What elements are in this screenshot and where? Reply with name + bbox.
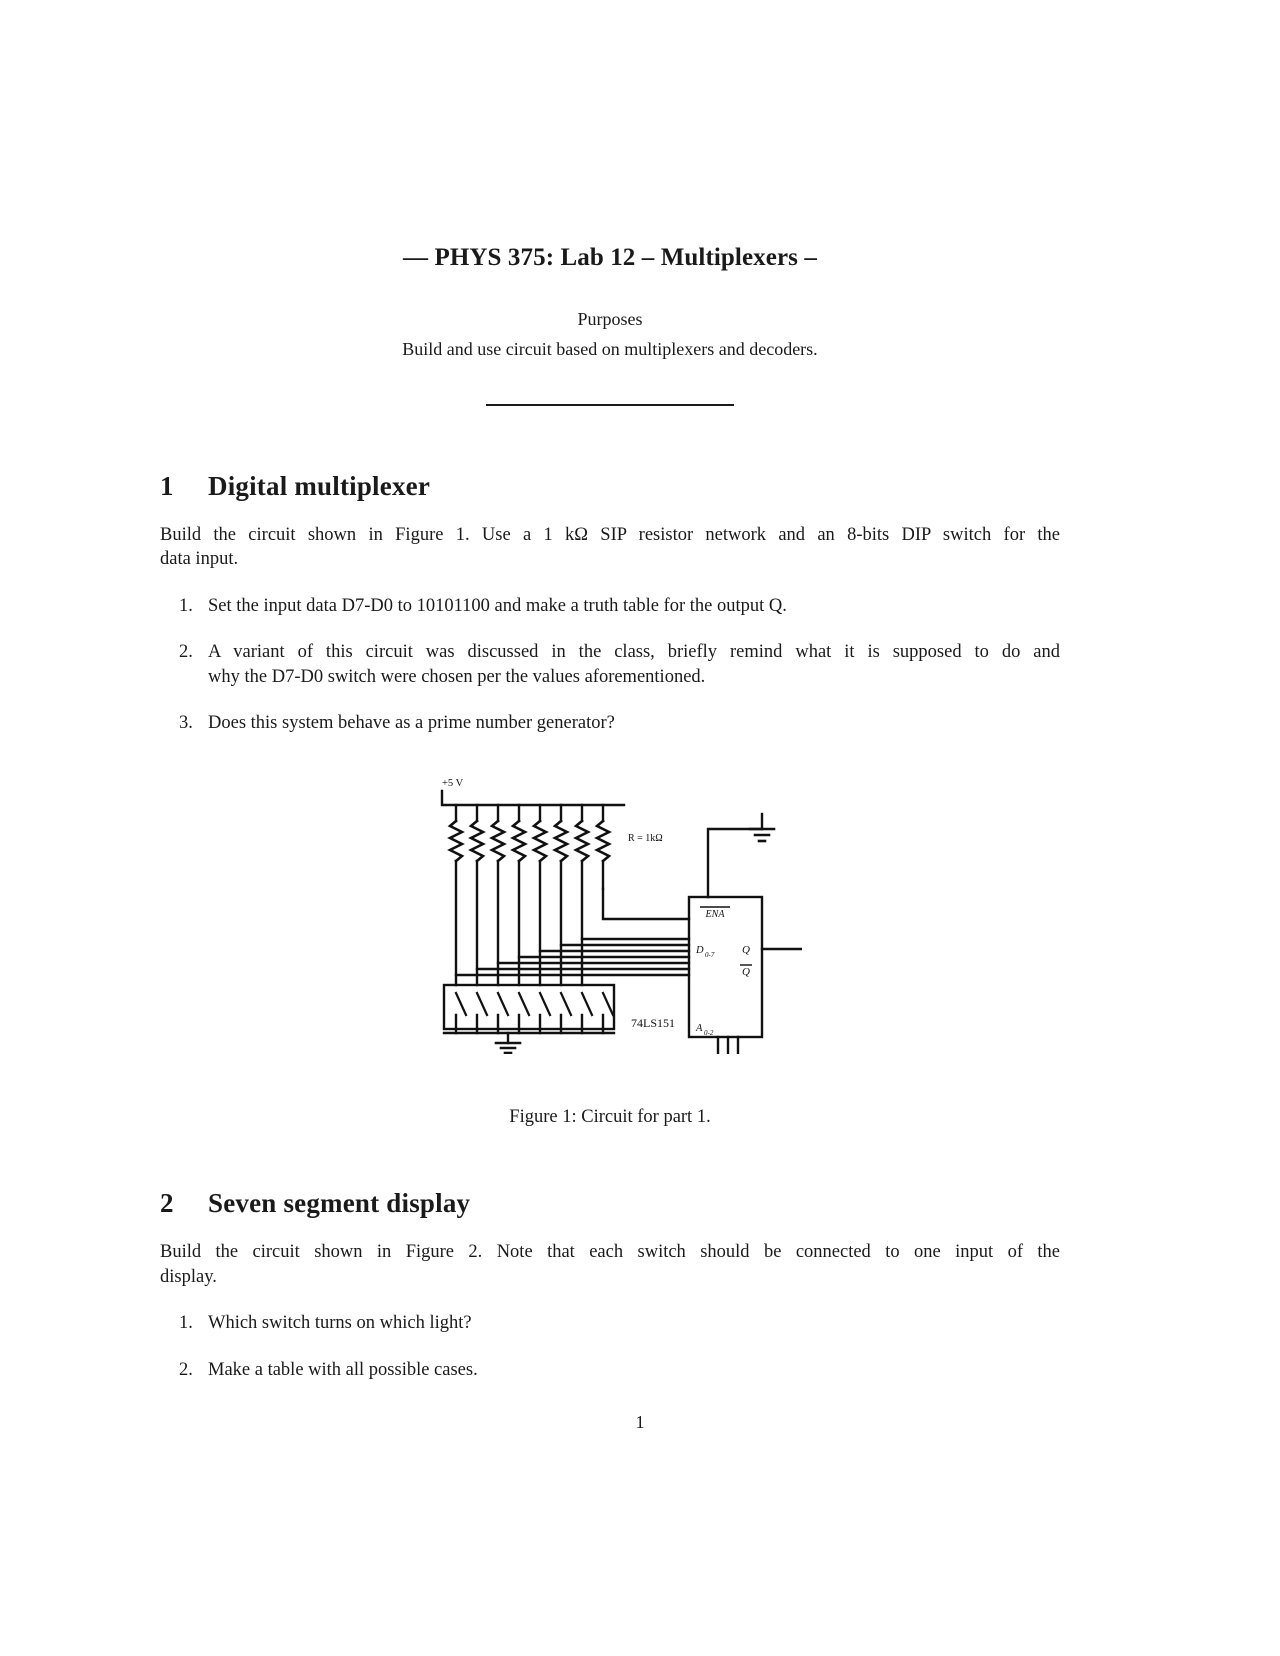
list-item-text: A variant of this circuit was discussed … xyxy=(208,640,1060,689)
title-divider-wrap xyxy=(160,393,1060,411)
list-item-text: Make a table with all possible cases. xyxy=(208,1358,1060,1382)
enable-label: ENA xyxy=(705,909,726,920)
item-line: Set the input data D7-D0 to 10101100 and… xyxy=(208,595,787,616)
address-pins xyxy=(716,1036,740,1056)
data-input-label: D xyxy=(695,945,704,956)
chip-name-label: 74LS151 xyxy=(631,1016,675,1030)
address-sublabel: 0-2 xyxy=(704,1029,714,1037)
qbar-output-label: Q xyxy=(742,966,750,978)
list-marker: 3. xyxy=(179,713,193,734)
dip-switch-body xyxy=(442,984,616,1031)
circuit-diagram-svg: +5 V R = 1kΩ ENA D 0-7 Q Q A 0-2 74LS151 xyxy=(440,778,804,1056)
section-number-1: 1 xyxy=(160,471,174,501)
ic-package-74ls151 xyxy=(687,896,764,1039)
address-label: A xyxy=(695,1023,703,1034)
title-divider xyxy=(486,404,734,406)
section-1-paragraph: Build the circuit shown in Figure 1. Use… xyxy=(160,523,1060,572)
section-1-list: 1. Set the input data D7-D0 to 10101100 … xyxy=(160,594,1060,736)
list-item-text: Set the input data D7-D0 to 10101100 and… xyxy=(208,594,1060,618)
section-2-list: 1. Which switch turns on which light? 2.… xyxy=(160,1311,1060,1382)
q-output-label: Q xyxy=(742,944,750,956)
document-title: — PHYS 375: Lab 12 – Multiplexers – xyxy=(403,244,817,271)
supply-rail xyxy=(440,790,626,807)
data-input-sublabel: 0-7 xyxy=(705,951,715,959)
supply-label: +5 V xyxy=(442,778,464,789)
dip-switch-levers xyxy=(454,991,615,1017)
page-content: — PHYS 375: Lab 12 – Multiplexers – Purp… xyxy=(160,0,1060,1382)
list-marker: 2. xyxy=(179,1359,193,1380)
item-line: why the D7-D0 switch were chosen per the… xyxy=(208,666,706,687)
section-heading-2: 2 Seven segment display xyxy=(160,1188,1060,1219)
list-marker: 1. xyxy=(179,595,193,616)
resistor-network xyxy=(447,819,612,864)
list-item-text: Which switch turns on which light? xyxy=(208,1311,1060,1335)
item-line: Which switch turns on which light? xyxy=(208,1313,472,1334)
figure-1: +5 V R = 1kΩ ENA D 0-7 Q Q A 0-2 74LS151… xyxy=(160,769,1060,1128)
bus-line-7 xyxy=(601,888,691,921)
paragraph-line: data input. xyxy=(160,549,239,570)
list-item: 3. Does this system behave as a prime nu… xyxy=(160,711,1060,735)
purposes-label: Purposes xyxy=(577,309,643,329)
page-number: 1 xyxy=(635,1412,645,1432)
enable-to-ground-wire xyxy=(706,828,764,899)
circuit-diagram-image: +5 V R = 1kΩ ENA D 0-7 Q Q A 0-2 74LS151 xyxy=(418,769,804,1056)
purposes-text: Build and use circuit based on multiplex… xyxy=(402,339,818,359)
ground-symbol-switch xyxy=(494,1042,522,1055)
list-item-text: Does this system behave as a prime numbe… xyxy=(208,711,1060,735)
list-marker: 1. xyxy=(179,1313,193,1334)
paragraph-line: Build the circuit shown in Figure 2. Not… xyxy=(160,1242,1060,1263)
section-heading-1: 1 Digital multiplexer xyxy=(160,471,1060,502)
list-item: 2. Make a table with all possible cases. xyxy=(160,1358,1060,1382)
list-item: 1. Which switch turns on which light? xyxy=(160,1311,1060,1335)
resistor-value-label: R = 1kΩ xyxy=(628,833,663,844)
section-title-2: Seven segment display xyxy=(208,1188,471,1219)
item-line: Does this system behave as a prime numbe… xyxy=(208,713,615,734)
section-number-2: 2 xyxy=(160,1188,174,1219)
section-2-paragraph: Build the circuit shown in Figure 2. Not… xyxy=(160,1240,1060,1289)
list-item: 1. Set the input data D7-D0 to 10101100 … xyxy=(160,594,1060,618)
paragraph-line: display. xyxy=(160,1266,217,1287)
figure-caption: Figure 1: Circuit for part 1. xyxy=(509,1107,711,1128)
list-marker: 2. xyxy=(179,642,193,663)
ground-symbol-enable xyxy=(748,828,776,843)
paragraph-line: Build the circuit shown in Figure 1. Use… xyxy=(160,525,1060,545)
item-line: Make a table with all possible cases. xyxy=(208,1359,478,1380)
list-item: 2. A variant of this circuit was discuss… xyxy=(160,640,1060,689)
section-title-1: Digital multiplexer xyxy=(208,471,431,501)
item-line: A variant of this circuit was discussed … xyxy=(208,642,1060,663)
